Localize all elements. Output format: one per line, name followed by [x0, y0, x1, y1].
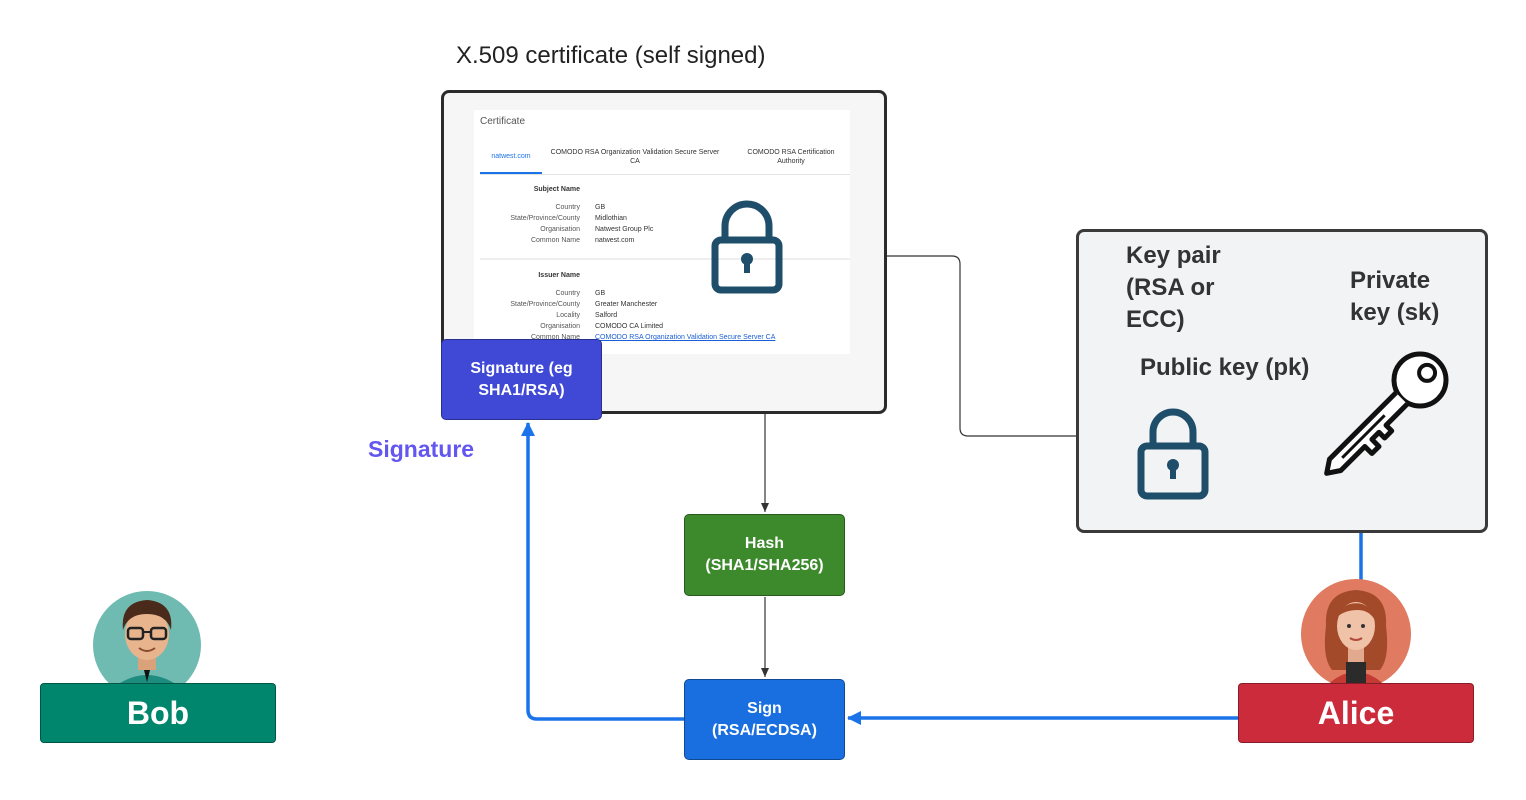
field-value: COMODO CA Limited [595, 323, 664, 330]
certificate-header: Certificate [480, 116, 526, 127]
subject-name-heading: Subject Name [533, 186, 580, 193]
signature-label: Signature [368, 436, 475, 462]
hash-box-line1: Hash [744, 535, 785, 552]
private-key-label: Private key (sk) [1350, 265, 1439, 329]
alice-avatar [1300, 578, 1412, 693]
active-tab-indicator [480, 172, 542, 174]
field-key: Common Name [530, 237, 580, 244]
field-key: State/Province/County [510, 301, 580, 308]
private-key-line1: Private [1350, 267, 1431, 294]
sign-box: Sign (RSA/ECDSA) [684, 679, 845, 760]
key-pair-line1: Key pair [1126, 242, 1221, 269]
field-value: GB [595, 290, 606, 297]
field-key: Organisation [540, 226, 580, 233]
hash-box-line2: (SHA1/SHA256) [705, 557, 824, 574]
section-divider [480, 258, 850, 260]
sign-box-line1: Sign [747, 699, 782, 717]
key-pair-label: Key pair (RSA or ECC) [1126, 240, 1221, 336]
certificate-viewer: Certificate natwest.com COMODO RSA Organ… [474, 110, 850, 354]
hash-box: Hash (SHA1/SHA256) [684, 514, 845, 596]
issuer-name-heading: Issuer Name [538, 272, 580, 279]
signature-box: Signature (eg SHA1/RSA) [441, 339, 602, 420]
signature-box-line2: SHA1/RSA) [478, 381, 565, 399]
bob-avatar [92, 590, 202, 699]
key-pair-line2: (RSA or [1126, 274, 1215, 301]
key-pair-line3: ECC) [1126, 306, 1185, 333]
field-key: Country [555, 204, 580, 211]
sign-to-signature-connector [521, 422, 684, 721]
field-value: Salford [595, 312, 618, 319]
field-key: State/Province/County [510, 215, 580, 222]
key-pair-panel [1076, 229, 1488, 533]
lock-icon [710, 196, 784, 299]
field-key: Organisation [540, 323, 580, 330]
field-value: Greater Manchester [595, 301, 658, 308]
alice-actor: Alice [1238, 683, 1474, 743]
sign-box-line2: (RSA/ECDSA) [712, 721, 817, 739]
pk-to-cert-connector [787, 252, 1134, 437]
bob-actor: Bob [40, 683, 276, 743]
issuer-common-name-link[interactable]: COMODO RSA Organization Validation Secur… [595, 334, 776, 341]
private-key-icon [1320, 350, 1460, 485]
tab-comodo-root-ca[interactable]: COMODO RSA Certification Authority [747, 149, 835, 165]
field-value: natwest.com [595, 237, 635, 244]
public-key-lock-icon [1136, 404, 1210, 505]
private-key-line2: key (sk) [1350, 299, 1440, 326]
public-key-label: Public key (pk) [1140, 354, 1310, 381]
certificate-title: X.509 certificate (self signed) [456, 42, 766, 69]
tab-comodo-ov-ca[interactable]: COMODO RSA Organization Validation Secur… [550, 149, 720, 165]
field-key: Country [555, 290, 580, 297]
field-value: GB [595, 204, 606, 211]
field-value: Midlothian [595, 215, 627, 222]
field-key: Common Name [530, 334, 580, 341]
field-value: Natwest Group Plc [595, 226, 654, 233]
tab-divider [480, 174, 850, 175]
field-key: Locality [556, 312, 580, 319]
tab-natwest[interactable]: natwest.com [491, 153, 531, 160]
signature-box-line1: Signature (eg [470, 359, 573, 377]
